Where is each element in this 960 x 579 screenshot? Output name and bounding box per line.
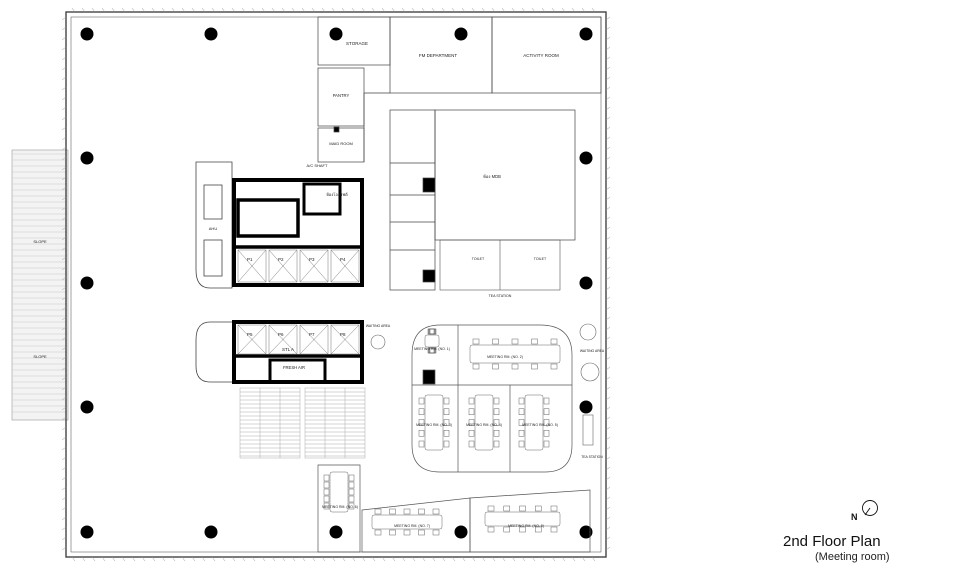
- toilets: [439, 239, 561, 291]
- toilet-label-1: TOILET: [472, 257, 485, 261]
- meeting-cluster: [317, 324, 591, 553]
- column: [80, 27, 94, 41]
- north-label: N: [851, 512, 858, 522]
- lift-label: P6: [278, 332, 284, 337]
- column: [329, 525, 343, 539]
- fresh-air-label: FRESH AIR: [283, 365, 305, 370]
- ahu-label: AHU: [209, 226, 218, 231]
- waiting-furniture: [370, 323, 600, 446]
- column: [329, 27, 343, 41]
- meeting-room-6-label: MEETING RM. (NO. 6): [322, 505, 358, 509]
- lift-cars: [237, 249, 360, 355]
- top-rooms: [317, 16, 602, 163]
- lift-label: P5: [247, 332, 253, 337]
- building-core: [195, 161, 364, 384]
- ac-shaft-label: A/C SHAFT: [307, 163, 328, 168]
- lift-label: P1: [247, 257, 253, 262]
- pantry-label: PANTRY: [333, 93, 350, 98]
- meeting-room-7-label: MEETING RM. (NO. 7): [394, 524, 430, 528]
- north-arrow-icon: [862, 500, 878, 516]
- column: [204, 27, 218, 41]
- column: [579, 27, 593, 41]
- meeting-room-5-label: MEETING RM. (NO. 5): [522, 423, 558, 427]
- electrical-rooms: [389, 109, 576, 291]
- column: [80, 276, 94, 290]
- waiting-area-label-2: WAITING AREA: [580, 349, 605, 353]
- slope-label-2: SLOPE: [33, 354, 47, 359]
- column: [204, 525, 218, 539]
- column: [579, 276, 593, 290]
- escalators: [239, 387, 366, 459]
- column: [454, 27, 468, 41]
- meeting-room-8-label: MEETING RM. (NO. 8): [508, 524, 544, 528]
- structural-columns: [80, 27, 593, 539]
- slope-label-1: SLOPE: [33, 239, 47, 244]
- meeting-room-3-label: MEETING RM. (NO. 3): [416, 423, 452, 427]
- activity-room-label: ACTIVITY ROOM: [523, 53, 559, 58]
- column: [80, 400, 94, 414]
- column: [80, 151, 94, 165]
- mdb-label: ห้อง MDB: [483, 174, 501, 179]
- column: [579, 151, 593, 165]
- lift-label: P8: [340, 332, 346, 337]
- meeting-room-1-label: MEETING RM. (NO. 1): [414, 347, 450, 351]
- stl-a-label: STL A: [282, 347, 294, 352]
- lift-label: P7: [309, 332, 315, 337]
- column: [80, 525, 94, 539]
- toilet-label-2: TOILET: [534, 257, 547, 261]
- lift-lobby-label: ห้องโถงลิฟต์: [326, 192, 348, 197]
- lift-label: P3: [309, 257, 315, 262]
- slope-ramp: SLOPE SLOPE: [11, 149, 69, 421]
- column: [454, 525, 468, 539]
- tea-station-label-2: TEA STATION: [581, 455, 603, 459]
- meeting-tables: [323, 328, 561, 536]
- fm-department-label: FM DEPARTMENT: [419, 53, 458, 58]
- column: [579, 525, 593, 539]
- north-arrow: N: [849, 496, 883, 526]
- lift-label: P4: [340, 257, 346, 262]
- tea-station-label-1: TEA STATION: [489, 294, 512, 298]
- meeting-room-2-label: MEETING RM. (NO. 2): [487, 355, 523, 359]
- plan-subtitle: (Meeting room): [815, 551, 890, 563]
- plan-title: 2nd Floor Plan: [783, 533, 881, 550]
- lift-label: P2: [278, 257, 284, 262]
- facade-fins: [61, 7, 611, 562]
- meeting-room-4-label: MEETING RM. (NO. 4): [466, 423, 502, 427]
- maid-room-label: MAID ROOM: [329, 141, 353, 146]
- waiting-area-label-1: WAITING AREA: [366, 324, 391, 328]
- storage-label: STORAGE: [346, 41, 368, 46]
- column: [579, 400, 593, 414]
